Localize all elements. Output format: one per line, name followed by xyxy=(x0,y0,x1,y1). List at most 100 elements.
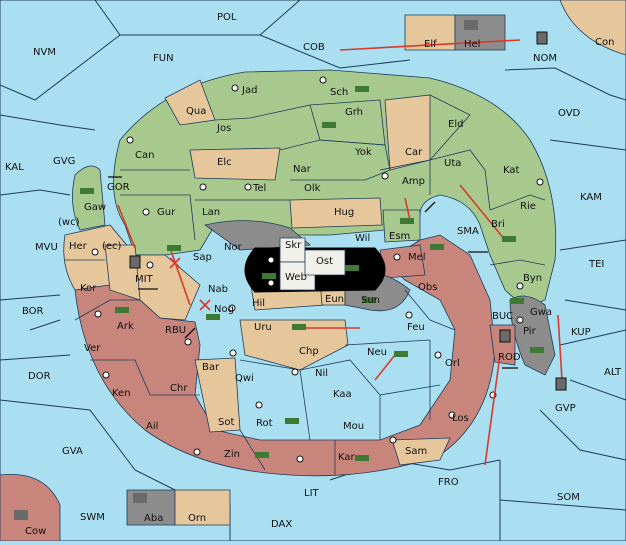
sea-label: GVP xyxy=(555,403,576,414)
land-sam[interactable] xyxy=(391,437,451,466)
land-label: Esm xyxy=(389,231,410,242)
land-cow[interactable] xyxy=(0,473,61,542)
land-car[interactable] xyxy=(384,94,431,171)
tank-icon xyxy=(167,245,181,251)
land-label: Orl xyxy=(445,358,460,369)
tank-icon xyxy=(206,314,220,320)
land-label: Amp xyxy=(402,176,425,187)
land-label: Chr xyxy=(170,383,188,394)
land-pir[interactable] xyxy=(509,295,556,376)
convoy-arrows xyxy=(108,176,518,369)
land-label: Web xyxy=(285,272,307,283)
army-units[interactable] xyxy=(14,20,567,520)
land-label: Kar xyxy=(338,452,356,463)
tank-icon xyxy=(355,86,369,92)
sea-label: (wc) xyxy=(58,217,80,228)
sea-label: ALT xyxy=(604,367,622,378)
sea-label: DAX xyxy=(271,519,292,530)
land-label: Her xyxy=(69,241,88,252)
land-label: Chp xyxy=(299,346,319,357)
land-label: Can xyxy=(135,150,154,161)
region-south-red xyxy=(74,234,496,477)
sea-label: RBU xyxy=(165,325,186,336)
sea-label: Con xyxy=(595,37,614,48)
land-label: Elf xyxy=(424,39,437,50)
tank-icon xyxy=(115,307,129,313)
land-label: Neu xyxy=(367,347,387,358)
land-label: Nar xyxy=(293,164,312,175)
sea-label: SWM xyxy=(80,512,105,523)
tank-icon xyxy=(394,351,408,357)
land-label: Kor xyxy=(80,283,97,294)
sea-label: SOM xyxy=(557,492,580,503)
land-label: Yok xyxy=(354,147,372,158)
fleet-icon xyxy=(14,510,28,520)
tank-icon xyxy=(322,122,336,128)
order-arrows xyxy=(117,39,563,466)
land-labels: Elf Hel Jad Sch Qua Grh Jos Eld Can Yok … xyxy=(69,39,552,524)
land-ost[interactable] xyxy=(304,249,346,276)
tank-icon xyxy=(400,218,414,224)
land-label: Lan xyxy=(202,207,220,218)
land-label: Nog xyxy=(214,304,234,315)
tank-icon xyxy=(430,244,444,250)
land-label: Qwi xyxy=(235,373,254,384)
land-label: Ost xyxy=(316,256,333,267)
land-label: Kaa xyxy=(333,389,352,400)
tank-icon xyxy=(285,418,299,424)
land-label: Los xyxy=(452,413,469,424)
land-label: Olk xyxy=(304,183,321,194)
fleet-icon xyxy=(133,493,147,503)
land-label: Eld xyxy=(448,119,463,130)
sea-label: (ec) xyxy=(102,241,122,252)
land-label: Wil xyxy=(355,233,370,244)
land-label: Gur xyxy=(157,207,176,218)
land-hug[interactable] xyxy=(289,197,383,229)
land-label: Kat xyxy=(503,165,520,176)
land-label: Obs xyxy=(418,282,437,293)
sea-label: FRO xyxy=(438,477,459,488)
sea-label: GVA xyxy=(62,446,83,457)
fleet-icon xyxy=(499,329,511,343)
land-label: Ver xyxy=(84,343,101,354)
land-label: Car xyxy=(405,147,423,158)
sea-label: NOM xyxy=(533,53,557,64)
tank-icon xyxy=(292,324,306,330)
land-label: Mou xyxy=(343,421,364,432)
land-label: Feu xyxy=(407,322,425,333)
land-gaw[interactable] xyxy=(72,165,106,231)
land-chp[interactable] xyxy=(239,319,349,371)
land-label: Jad xyxy=(241,85,257,96)
province-borders xyxy=(65,94,546,475)
land-label: Rot xyxy=(256,418,273,429)
land-label: Eun xyxy=(325,294,344,305)
land-label: Hil xyxy=(252,298,265,309)
land-label: Tel xyxy=(252,183,266,194)
tank-icon xyxy=(262,273,276,279)
sea-labels: POL NVM FUN COB Con NOM OVD KAL GVG KAM … xyxy=(5,12,622,537)
land-orn[interactable] xyxy=(174,489,231,526)
land-label: Hel xyxy=(464,39,480,50)
land-label: Grh xyxy=(345,107,363,118)
land-label: Sch xyxy=(330,87,348,98)
sea-label: NVM xyxy=(33,47,56,58)
region-north-green xyxy=(113,69,557,309)
land-label: Sam xyxy=(405,446,427,457)
sea-label: KUP xyxy=(571,327,591,338)
land-label: Gwa xyxy=(530,307,552,318)
land-label: Uta xyxy=(444,158,461,169)
land-label: Sot xyxy=(218,417,234,428)
sea-label: POL xyxy=(217,12,237,23)
land-label: Jos xyxy=(216,123,231,134)
tank-icon xyxy=(345,265,359,271)
land-label: Skr xyxy=(285,240,302,251)
land-elc[interactable] xyxy=(189,147,281,181)
land-label: Zin xyxy=(224,449,240,460)
sea-label: SMA xyxy=(457,226,479,237)
land-label: Nor xyxy=(224,242,243,253)
land-label: Uru xyxy=(254,322,272,333)
land-label: Byn xyxy=(523,273,542,284)
